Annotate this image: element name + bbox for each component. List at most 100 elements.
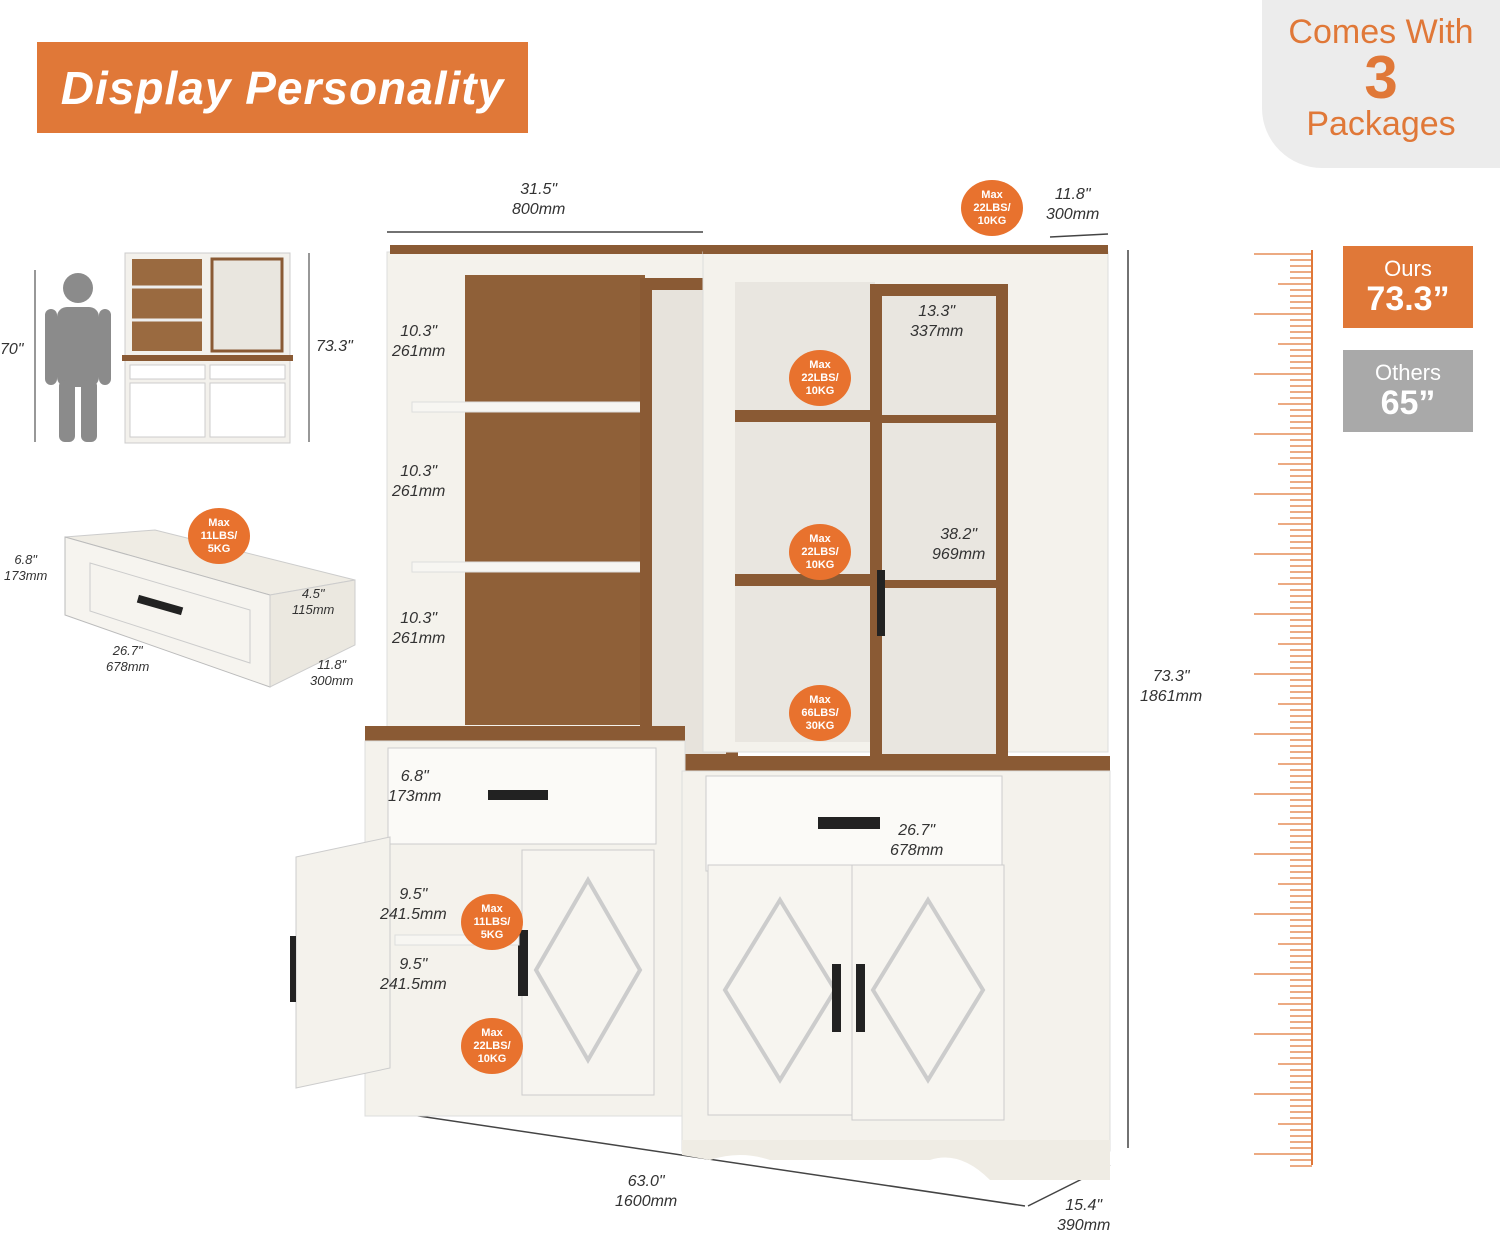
ours-label: Ours [1384, 256, 1432, 281]
dim-inch: 9.5" [399, 886, 428, 903]
badge-line: 66LBS/ [801, 706, 839, 719]
dim-inch: 63.0" [627, 1173, 665, 1190]
drawer-inner-height-dim: 4.5" 115mm [292, 586, 334, 618]
badge-line: 22LBS/ [801, 371, 839, 384]
dim-inch: 11.8" [1054, 186, 1091, 203]
shelf-b-weight-badge: Max 22LBS/ 10KG [789, 524, 851, 580]
dim-mm: 261mm [392, 630, 446, 647]
dim-mm: 300mm [310, 673, 354, 688]
dim-mm: 390mm [1057, 1217, 1111, 1234]
badge-line: 22LBS/ [801, 545, 839, 558]
ours-height-box: Ours 73.3” [1343, 246, 1473, 328]
dim-inch: 73.3" [1152, 668, 1190, 685]
drawer-weight-badge: Max 11LBS/ 5KG [188, 508, 250, 564]
dim-mm: 337mm [910, 323, 964, 340]
dim-mm: 678mm [890, 842, 944, 859]
badge-line: 10KG [805, 558, 835, 571]
height-ruler [1254, 250, 1313, 1167]
drawer-width-dim-main: 26.7" 678mm [890, 821, 943, 861]
others-label: Others [1374, 360, 1442, 385]
top-depth-dim: 11.8" 300mm [1046, 185, 1099, 225]
cabinet-height-label: 73.3" [316, 338, 353, 355]
drawer-width-dim: 26.7" 678mm [106, 643, 149, 675]
dim-mm: 261mm [392, 483, 446, 500]
size-comparison-thumbnail [34, 252, 310, 444]
glass-height-dim: 38.2" 969mm [932, 525, 985, 565]
lower-b-weight-badge: Max 22LBS/ 10KG [461, 1018, 523, 1074]
package-line1: Comes With [1288, 13, 1474, 51]
dim-mm: 1600mm [615, 1193, 678, 1210]
dim-inch: 15.4" [1065, 1197, 1103, 1214]
badge-line: Max [481, 902, 503, 915]
total-height-dim: 73.3" 1861mm [1140, 667, 1202, 707]
badge-line: 10KG [977, 214, 1007, 227]
package-line3: Packages [1306, 105, 1456, 143]
top-weight-badge: Max 22LBS/ 10KG [961, 180, 1023, 236]
drawer-handle [136, 594, 184, 616]
others-height-box: Others 65” [1343, 350, 1473, 432]
dim-mm: 241.5mm [380, 906, 447, 923]
lower-shelf2-dim: 9.5" 241.5mm [380, 955, 447, 995]
dim-mm: 241.5mm [380, 976, 447, 993]
badge-line: 10KG [805, 384, 835, 397]
glass-width-dim: 13.3" 337mm [910, 302, 963, 342]
badge-line: 22LBS/ [473, 1039, 511, 1052]
drawer-height-dim-main: 6.8" 173mm [388, 767, 441, 807]
dim-mm: 800mm [512, 201, 566, 218]
person-height-label: 70" [0, 341, 24, 358]
dim-mm: 173mm [388, 788, 442, 805]
shelf3-dim: 10.3" 261mm [392, 609, 445, 649]
dim-inch: 4.5" [301, 586, 325, 601]
badge-line: Max [981, 188, 1003, 201]
dim-inch: 9.5" [399, 956, 428, 973]
badge-line: 22LBS/ [973, 201, 1011, 214]
package-note: Comes With 3 Packages [1262, 0, 1500, 168]
dim-inch: 10.3" [400, 323, 438, 340]
person-silhouette [45, 273, 111, 442]
badge-line: 10KG [477, 1052, 507, 1065]
shelf2-dim: 10.3" 261mm [392, 462, 445, 502]
main-cabinet-illustration [290, 231, 1129, 1207]
dim-inch: 13.3" [918, 303, 956, 320]
drawer-depth-dim: 11.8" 300mm [310, 657, 353, 689]
dim-inch: 11.8" [317, 657, 347, 672]
badge-line: 30KG [805, 719, 835, 732]
dim-mm: 261mm [392, 343, 446, 360]
mini-cabinet [122, 252, 293, 444]
dim-inch: 10.3" [400, 610, 438, 627]
dim-inch: 6.8" [14, 552, 38, 567]
title-banner: Display Personality [37, 42, 528, 133]
badge-line: 11LBS/ [200, 529, 238, 542]
drawer-height-dim: 6.8" 173mm [4, 552, 47, 584]
total-width-dim: 63.0" 1600mm [615, 1172, 677, 1212]
ours-value: 73.3” [1366, 280, 1450, 318]
badge-line: 5KG [480, 928, 504, 941]
badge-line: Max [809, 358, 831, 371]
badge-line: Max [481, 1026, 503, 1039]
dim-mm: 969mm [932, 546, 986, 563]
shelf-c-weight-badge: Max 66LBS/ 30KG [789, 685, 851, 741]
top-width-dim: 31.5" 800mm [512, 180, 565, 220]
lower-a-weight-badge: Max 11LBS/ 5KG [461, 894, 523, 950]
dim-mm: 300mm [1046, 206, 1100, 223]
dim-inch: 26.7" [898, 822, 936, 839]
total-depth-dim: 15.4" 390mm [1057, 1196, 1110, 1236]
dim-mm: 173mm [4, 568, 48, 583]
others-value: 65” [1380, 384, 1436, 422]
banner-title: Display Personality [60, 61, 505, 114]
dim-inch: 31.5" [520, 181, 558, 198]
dim-mm: 115mm [292, 602, 335, 617]
lower-shelf1-dim: 9.5" 241.5mm [380, 885, 447, 925]
dim-inch: 6.8" [400, 768, 429, 785]
dim-inch: 26.7" [112, 643, 143, 658]
dim-inch: 10.3" [400, 463, 438, 480]
badge-line: Max [809, 532, 831, 545]
badge-line: 11LBS/ [473, 915, 511, 928]
badge-line: 5KG [207, 542, 231, 555]
dim-mm: 1861mm [1140, 688, 1203, 705]
shelf1-dim: 10.3" 261mm [392, 322, 445, 362]
dim-mm: 678mm [106, 659, 150, 674]
package-count: 3 [1364, 44, 1398, 111]
badge-line: Max [208, 516, 230, 529]
dim-inch: 38.2" [940, 526, 978, 543]
